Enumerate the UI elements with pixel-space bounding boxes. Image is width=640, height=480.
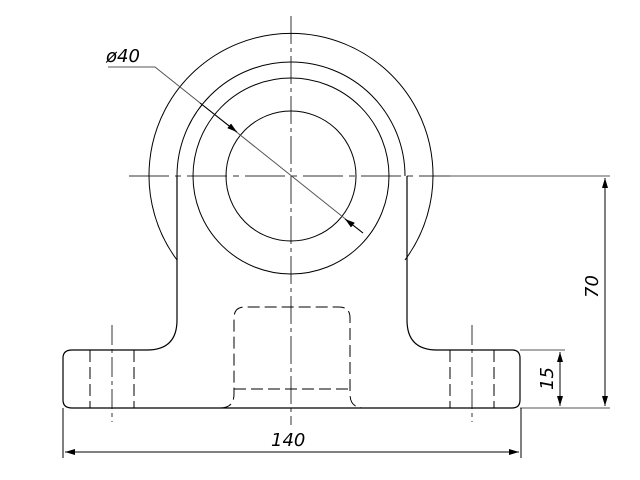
height-label: 70 xyxy=(582,275,603,298)
outer-arc xyxy=(148,32,434,261)
diameter-arrow-2 xyxy=(344,218,364,234)
thickness-label: 15 xyxy=(537,367,558,390)
bushing-circle xyxy=(192,77,390,275)
diameter-leader xyxy=(108,66,364,234)
width-label: 140 xyxy=(271,430,305,451)
hidden-lines xyxy=(89,306,495,409)
boss-arc xyxy=(176,61,406,177)
diameter-label: ø40 xyxy=(105,46,140,67)
center-lines xyxy=(111,16,473,425)
diameter-arrow-1 xyxy=(199,102,238,133)
bore-circle xyxy=(225,110,357,242)
dimensions xyxy=(62,66,610,458)
circles xyxy=(148,32,434,275)
hidden-slot xyxy=(219,306,365,409)
